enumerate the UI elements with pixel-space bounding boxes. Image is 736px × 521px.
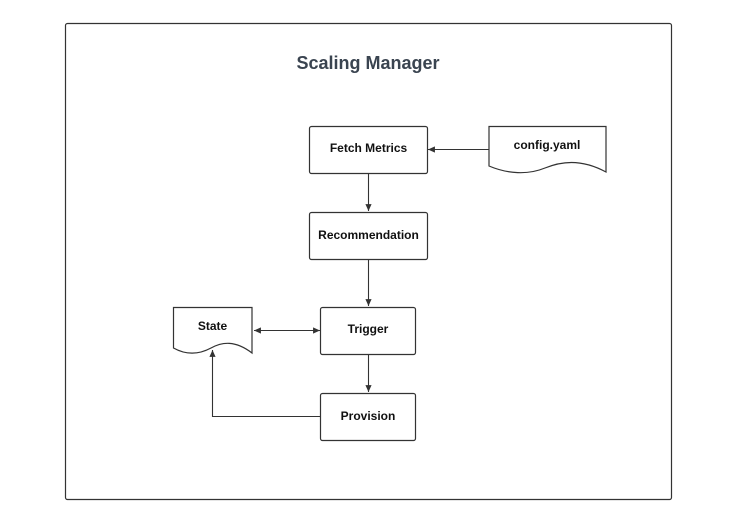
node-recommendation[interactable]: Recommendation [308,211,429,261]
node-config-yaml-label: config.yaml [514,138,581,152]
node-state[interactable]: State [172,306,253,355]
node-config-yaml[interactable]: config.yaml [488,125,607,174]
edge-provision-to-state [209,350,320,418]
node-recommendation-label: Recommendation [318,228,419,242]
node-provision[interactable]: Provision [319,392,417,442]
node-state-label: State [198,319,228,333]
node-trigger[interactable]: Trigger [319,306,417,356]
diagram-title: Scaling Manager [296,53,439,73]
node-fetch-metrics[interactable]: Fetch Metrics [308,125,429,175]
node-trigger-label: Trigger [348,322,389,336]
node-provision-label: Provision [341,409,396,423]
node-fetch-metrics-label: Fetch Metrics [330,141,408,155]
